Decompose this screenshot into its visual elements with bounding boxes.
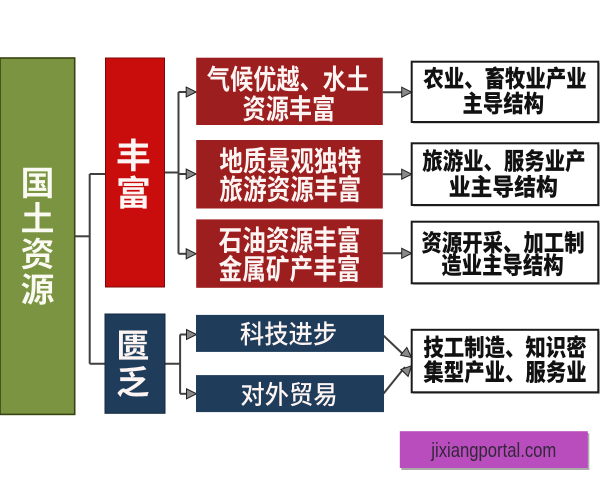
svg-text:jixiangportal.com: jixiangportal.com — [430, 440, 556, 462]
